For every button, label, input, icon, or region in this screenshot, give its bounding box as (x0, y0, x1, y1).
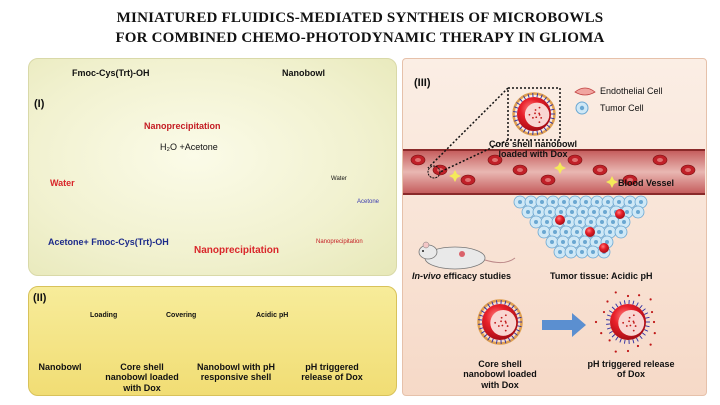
legend-endothelial: Endothelial Cell (600, 86, 663, 96)
step-release: pH triggered release of Dox (301, 362, 363, 383)
acetone-inlet-label: Acetone+ Fmoc-Cys(Trt)-OH (48, 237, 169, 247)
water-inlet-label: Water (50, 178, 75, 188)
mouse-icon (418, 241, 516, 270)
solvent-label: H₂O +Acetone (160, 142, 218, 152)
arrow-acidic-label: Acidic pH (256, 312, 289, 319)
core-shell-top-label: Core shell nanobowl loaded with Dox (488, 139, 577, 160)
p3-core-shell (477, 299, 523, 345)
page-title-line1: MINIATURED FLUIDICS-MEDIATED SYNTHEIS OF… (116, 10, 604, 26)
step-ph-shell: Nanobowl with pH responsive shell (197, 362, 275, 383)
panel-loading (28, 286, 397, 396)
legend-tumor: Tumor Cell (600, 103, 644, 113)
zoom-box (507, 87, 561, 141)
tumor-cell-cluster (513, 195, 648, 259)
inset-nanoprecipitation-label: Nanoprecipitation (316, 239, 363, 245)
reagent-label: Fmoc-Cys(Trt)-OH (72, 68, 150, 78)
panel3-roman: (III) (414, 77, 431, 89)
release-arrow (542, 313, 586, 337)
p3-zoom-bowl (512, 92, 556, 136)
arrow-covering-label: Covering (166, 312, 197, 319)
panel1-roman: (I) (34, 98, 45, 110)
step-nanobowl: Nanobowl (38, 362, 82, 372)
step-core-shell: Core shell nanobowl loaded with Dox (105, 362, 179, 393)
endothelial-cell-icon (574, 87, 596, 96)
tumor-tissue-label: Tumor tissue: Acidic pH (550, 271, 653, 281)
panel2-roman: (II) (33, 292, 47, 304)
nanoprecipitation-outlet-label: Nanoprecipitation (194, 245, 280, 256)
inset-water-label: Water (331, 176, 347, 182)
p3-release (594, 291, 656, 353)
invivo-label: In-vivo efficacy studies (412, 271, 512, 281)
nanoprecipitation-label: Nanoprecipitation (144, 121, 221, 131)
nanobowl-label: Nanobowl (282, 68, 325, 78)
blood-vessel-label: Blood Vessel (618, 178, 675, 188)
panel3-bowls (477, 92, 656, 353)
core-shell-bottom-label: Core shell nanobowl loaded with Dox (463, 359, 537, 390)
panel-synthesis (28, 58, 397, 276)
arrow-loading-label: Loading (90, 312, 118, 319)
release-bottom-label: pH triggered release of Dox (587, 359, 675, 380)
page-title-line2: FOR COMBINED CHEMO-PHOTODYNAMIC THERAPY … (115, 30, 605, 46)
inset-acetone-label: Acetone (357, 199, 380, 205)
tumor-cell-icon (575, 101, 589, 115)
